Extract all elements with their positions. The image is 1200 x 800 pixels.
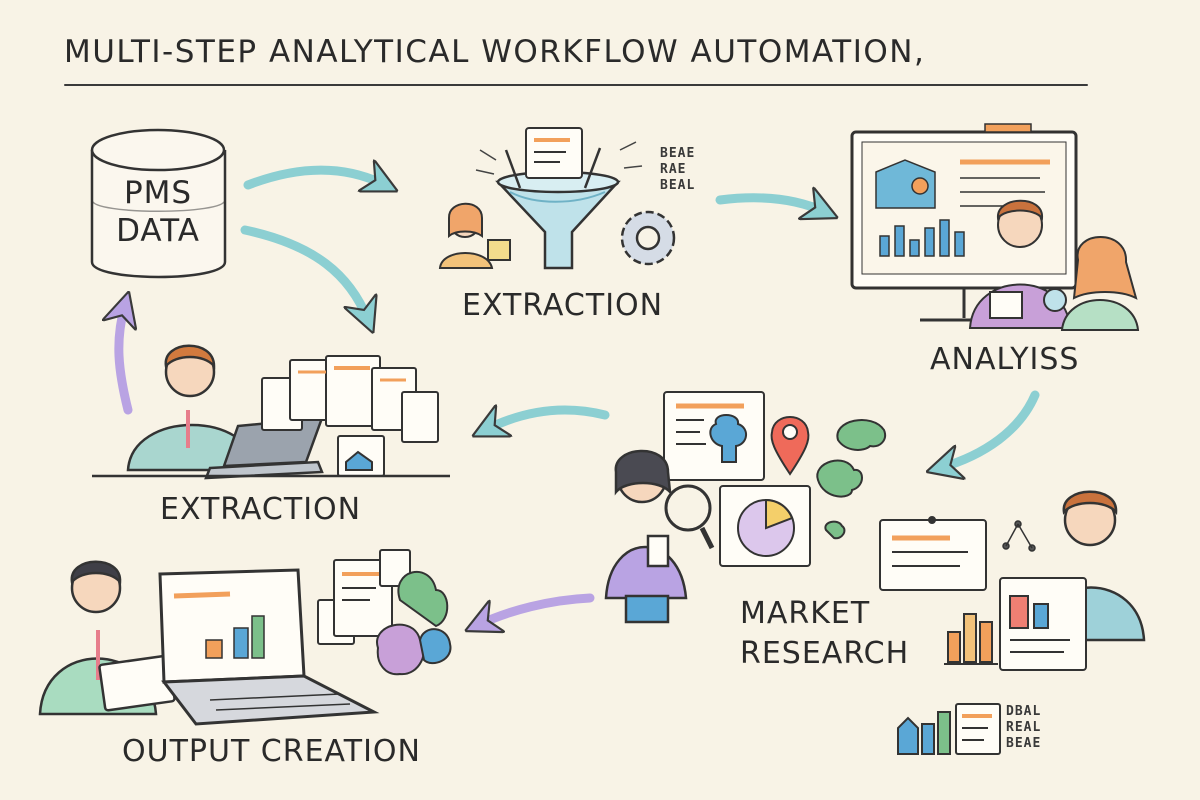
tag-top-1: BEAE	[660, 146, 696, 161]
step-market-research-label: MARKET RESEARCH	[740, 594, 909, 674]
tag-top-3: BEAL	[660, 178, 696, 193]
flow-arrows	[119, 170, 1040, 625]
source-label-line2: DATA	[116, 213, 200, 249]
location-pin-icon	[770, 416, 810, 476]
analyst-woman-icon	[1043, 236, 1140, 331]
market-research-line1: MARKET	[740, 596, 871, 631]
pie-chart-card-icon	[719, 485, 811, 567]
magnifier-icon	[664, 484, 715, 550]
analyst-man-icon	[968, 199, 1072, 329]
tag-bottom-2: REAL	[1006, 720, 1042, 735]
arrow-extraction-to-analysis	[715, 198, 825, 212]
worker-at-laptop-icon	[126, 344, 258, 472]
arrow-analysis-to-research	[940, 390, 1040, 468]
diagram-title: MULTI-STEP ANALYTICAL WORKFLOW AUTOMATIO…	[64, 34, 926, 70]
arrow-research-to-output	[478, 593, 595, 625]
tag-top-2: RAE	[660, 162, 687, 177]
vegetables-icon	[376, 571, 452, 676]
market-research-line2: RESEARCH	[740, 636, 910, 671]
step-extraction-top-label: EXTRACTION	[462, 288, 664, 323]
tag-stack-bottom: DBAL REAL BEAE	[1006, 704, 1041, 752]
gear-icon	[620, 210, 676, 266]
arrow-db-to-extraction	[243, 170, 385, 185]
leaf-icon	[816, 418, 886, 540]
output-laptop-icon	[158, 568, 380, 726]
step-analysis-label: ANALYISS	[930, 342, 1080, 377]
growth-chart-icon	[944, 613, 998, 665]
tag-stack-top: BEAE RAE BEAL	[660, 146, 695, 194]
title-underline	[64, 84, 1088, 86]
arrow-worker-to-db	[119, 305, 128, 415]
tag-bottom-3: BEAE	[1006, 736, 1042, 751]
output-person-icon	[38, 560, 176, 716]
network-icon	[1002, 520, 1036, 552]
researcher-woman-icon	[604, 449, 688, 624]
arrow-research-to-extraction	[485, 410, 610, 430]
motion-lines	[475, 141, 643, 175]
funnel-icon	[495, 170, 621, 270]
analysis-bar-chart	[879, 219, 965, 257]
person-reading-icon	[438, 202, 511, 269]
step-extraction-mid-label: EXTRACTION	[160, 492, 362, 527]
source-label-line1: PMS	[123, 175, 193, 211]
arrow-db-to-worker	[240, 225, 368, 320]
pen-icon	[504, 147, 602, 189]
source-label: PMS DATA	[96, 174, 220, 250]
mini-house-chart-icon	[897, 703, 1001, 755]
tag-bottom-1: DBAL	[1006, 704, 1042, 719]
held-report-icon	[999, 577, 1087, 671]
step-output-creation-label: OUTPUT CREATION	[122, 734, 421, 769]
database-icon	[90, 128, 227, 279]
research-report-icon	[663, 391, 765, 481]
document-icon	[525, 127, 583, 179]
papers-stack-icon	[261, 355, 439, 477]
report-board-icon	[879, 516, 987, 591]
